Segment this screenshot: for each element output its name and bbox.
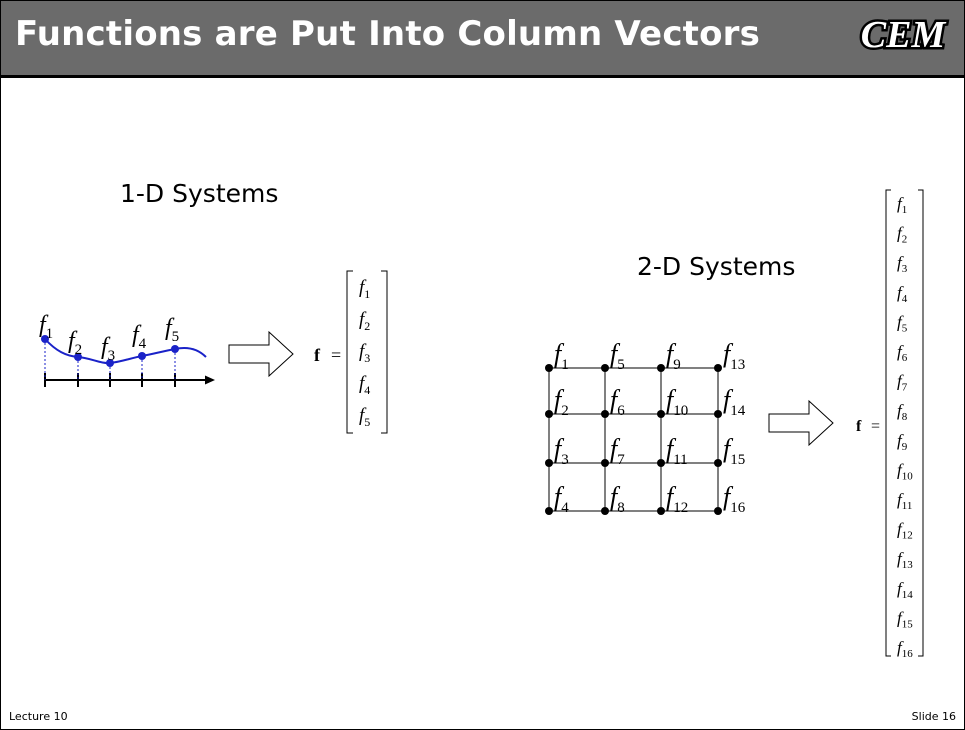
- vector-entry: f3: [359, 341, 370, 365]
- grid-label: f5: [610, 339, 625, 373]
- grid-node: [657, 459, 665, 467]
- one-d-plot: f1 f2 f3 f4 f5: [39, 312, 215, 387]
- grid-labels: f1 f5 f9 f13 f2 f6 f10 f14 f3 f7 f11 f15 f4 f8 f12 f16: [554, 339, 746, 516]
- grid-node: [714, 459, 722, 467]
- vector-entries-2d: f1 f2 f3 f4 f5 f6 f7 f8 f9 f10 f11 f12 f13 f14 f15 f16: [897, 194, 913, 660]
- vector-entry: f2: [897, 224, 907, 246]
- vector-entry: f7: [897, 372, 908, 394]
- vector-entry: f4: [359, 373, 370, 397]
- grid-label: f7: [610, 434, 625, 468]
- grid-node: [545, 507, 553, 515]
- heading-2d: 2-D Systems: [637, 252, 796, 281]
- left-bracket-2d: [885, 189, 891, 657]
- sample-label: f3: [101, 334, 115, 364]
- grid-node: [601, 364, 609, 372]
- vector-entry: f6: [897, 342, 908, 364]
- footer-slide-number: Slide 16: [911, 710, 956, 723]
- block-arrow-1d: [228, 330, 294, 378]
- axis-arrowhead: [205, 375, 215, 385]
- right-bracket-2d: [918, 189, 924, 657]
- sample-labels: f1 f2 f3 f4 f5: [39, 312, 179, 364]
- vector-entry: f14: [897, 579, 913, 601]
- vector-entry: f2: [359, 309, 370, 333]
- grid-label: f2: [554, 385, 569, 419]
- vector-entry: f5: [359, 405, 370, 429]
- sample-label: f5: [165, 315, 179, 345]
- sample-label: f2: [68, 328, 82, 358]
- grid-label: f15: [723, 434, 745, 468]
- grid-label: f1: [554, 339, 569, 373]
- grid-node: [714, 364, 722, 372]
- title-bar: Functions are Put Into Column Vectors CE…: [1, 1, 964, 78]
- grid-node: [601, 507, 609, 515]
- vector-entry: f1: [897, 194, 907, 216]
- figure: f1 f2 f3 f4 f5 f = f1 f2 f3 f4 f5: [39, 189, 924, 660]
- grid-label: f9: [666, 339, 681, 373]
- grid-label: f13: [723, 339, 745, 373]
- vector-entry: f11: [897, 490, 912, 512]
- grid-node: [601, 410, 609, 418]
- sample-point: [41, 335, 49, 343]
- sample-point: [171, 345, 179, 353]
- vector-entry: f8: [897, 401, 908, 423]
- grid-node: [714, 507, 722, 515]
- grid-label: f4: [554, 482, 569, 516]
- grid-node: [545, 364, 553, 372]
- vector-entry: f4: [897, 283, 908, 305]
- grid-label: f3: [554, 434, 569, 468]
- two-d-grid: f1 f5 f9 f13 f2 f6 f10 f14 f3 f7 f11 f15 f4 f8 f12 f16: [545, 339, 746, 516]
- block-arrow-2d: [768, 399, 834, 447]
- grid-label: f6: [610, 385, 625, 419]
- grid-node: [601, 459, 609, 467]
- vector-symbol-2d: f: [856, 418, 862, 435]
- vector-entry: f3: [897, 253, 908, 275]
- one-d-vector: f = f1 f2 f3 f4 f5: [314, 270, 388, 434]
- equals-sign: =: [331, 345, 341, 365]
- vector-entry: f16: [897, 638, 913, 660]
- vector-entry: f13: [897, 549, 913, 571]
- vector-entry: f12: [897, 520, 913, 542]
- cem-logo: CEM: [858, 12, 949, 58]
- vector-symbol: f: [314, 345, 321, 365]
- sample-label: f1: [39, 312, 53, 342]
- grid-label: f14: [723, 385, 746, 419]
- grid-label: f11: [666, 434, 688, 468]
- vector-entries: f1 f2 f3 f4 f5: [359, 277, 370, 429]
- sample-points: [41, 335, 179, 367]
- sample-label: f4: [132, 322, 147, 352]
- footer-lecture: Lecture 10: [9, 710, 68, 723]
- grid-node: [657, 410, 665, 418]
- vector-entry: f9: [897, 431, 908, 453]
- slide-title: Functions are Put Into Column Vectors: [15, 14, 761, 54]
- sample-point: [138, 352, 146, 360]
- grid-nodes: [545, 364, 722, 515]
- grid-lines: [548, 367, 719, 512]
- sample-point: [106, 359, 114, 367]
- grid-label: f10: [666, 385, 688, 419]
- right-bracket: [381, 270, 388, 434]
- two-d-vector: f = f1 f2 f3 f4 f5 f6 f7 f8 f9 f10 f11 f12 f13 f14 f15…: [856, 189, 924, 660]
- sample-point: [74, 353, 82, 361]
- vector-entry: f1: [359, 277, 370, 301]
- equals-sign-2d: =: [871, 418, 880, 435]
- grid-label: f8: [610, 482, 625, 516]
- grid-label: f12: [666, 482, 688, 516]
- vector-entry: f5: [897, 312, 908, 334]
- grid-node: [714, 410, 722, 418]
- left-bracket: [346, 270, 353, 434]
- vector-entry: f15: [897, 608, 913, 630]
- vector-entry: f10: [897, 460, 913, 482]
- grid-node: [545, 459, 553, 467]
- grid-node: [657, 507, 665, 515]
- logo-text: CEM: [861, 14, 947, 56]
- grid-node: [545, 410, 553, 418]
- grid-label: f16: [723, 482, 746, 516]
- grid-node: [657, 364, 665, 372]
- heading-1d: 1-D Systems: [120, 179, 279, 208]
